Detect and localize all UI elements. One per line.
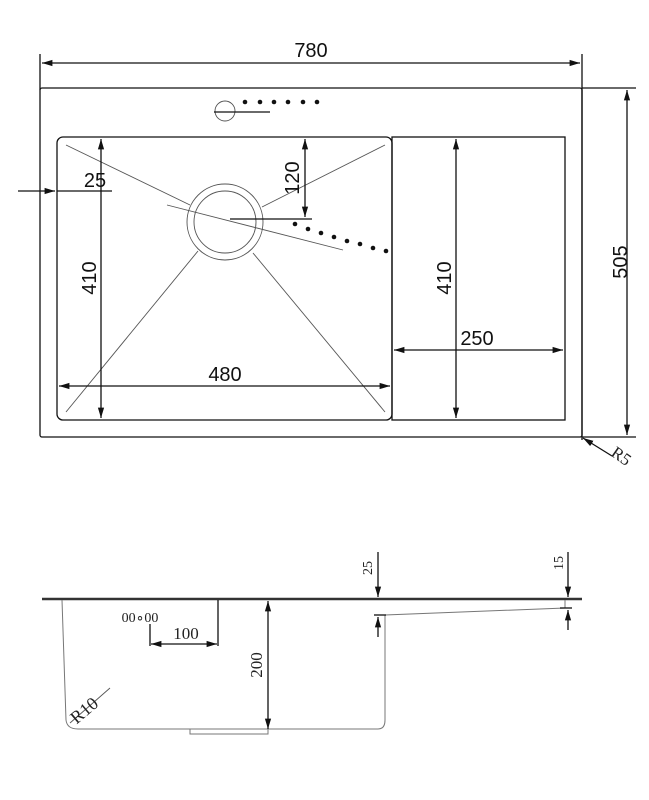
side-view: 00∘00 100 200 R10 25 15 (42, 552, 582, 735)
drainboard-outline (391, 136, 566, 421)
bottom-radius-label: R10 (66, 693, 102, 728)
drain-outer (186, 183, 264, 261)
drain-offset-label: 120 (282, 161, 304, 194)
drain-inner (193, 190, 257, 254)
rim-offset-label: 25 (84, 170, 106, 192)
overflow-symbol: 00∘00 (122, 611, 159, 626)
drain-fitting (189, 728, 269, 735)
overall-depth-label: 505 (610, 245, 632, 278)
sink-outline (39, 87, 583, 438)
decorative-dots (242, 99, 320, 105)
bowl-depth-label: 410 (79, 261, 101, 294)
drainboard-depth-label: 410 (434, 261, 456, 294)
bowl-profile (61, 599, 566, 730)
corner-radius-label: R5 (608, 443, 635, 470)
overall-width-label: 780 (294, 40, 327, 62)
top-view: 780 505 25 410 120 (18, 40, 636, 470)
tap-hole (214, 100, 236, 122)
bowl-width-label: 480 (208, 364, 241, 386)
step-depth-label: 25 (361, 561, 376, 575)
bowl-height-label: 200 (247, 652, 266, 678)
drainboard-width-label: 250 (460, 328, 493, 350)
board-thickness-label: 15 (552, 556, 567, 570)
overflow-offset-label: 100 (173, 624, 199, 643)
